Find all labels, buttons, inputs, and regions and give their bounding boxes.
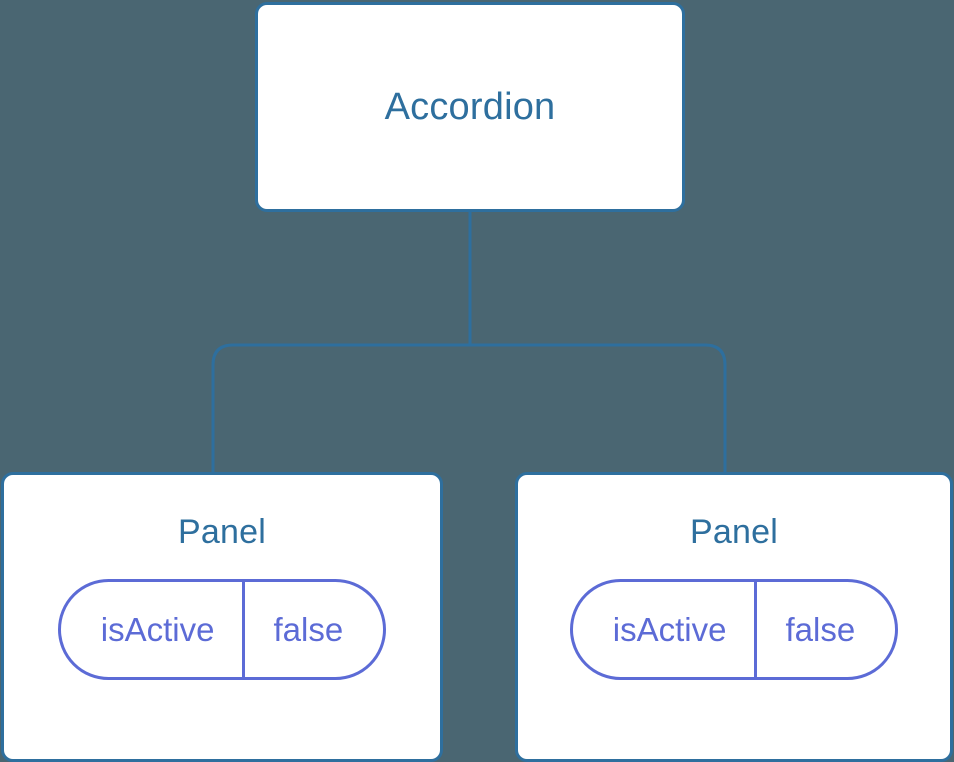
node-title: Accordion — [384, 86, 556, 128]
node-accordion[interactable]: Accordion — [255, 2, 685, 212]
state-key: isActive — [100, 611, 215, 648]
state-value: false — [754, 582, 895, 677]
node-panel-left[interactable]: Panel isActive false — [1, 472, 443, 762]
node-title: Panel — [690, 513, 778, 551]
edge-root-to-right-panel — [470, 343, 727, 474]
state-badge[interactable]: isActive false — [57, 579, 387, 680]
tree-connectors — [211, 212, 727, 474]
state-key: isActive — [612, 611, 727, 648]
state-value: false — [242, 582, 383, 677]
state-badge[interactable]: isActive false — [569, 579, 899, 680]
node-panel-right[interactable]: Panel isActive false — [515, 472, 953, 762]
node-title: Panel — [178, 513, 266, 551]
edge-root-to-left-panel — [211, 212, 472, 474]
